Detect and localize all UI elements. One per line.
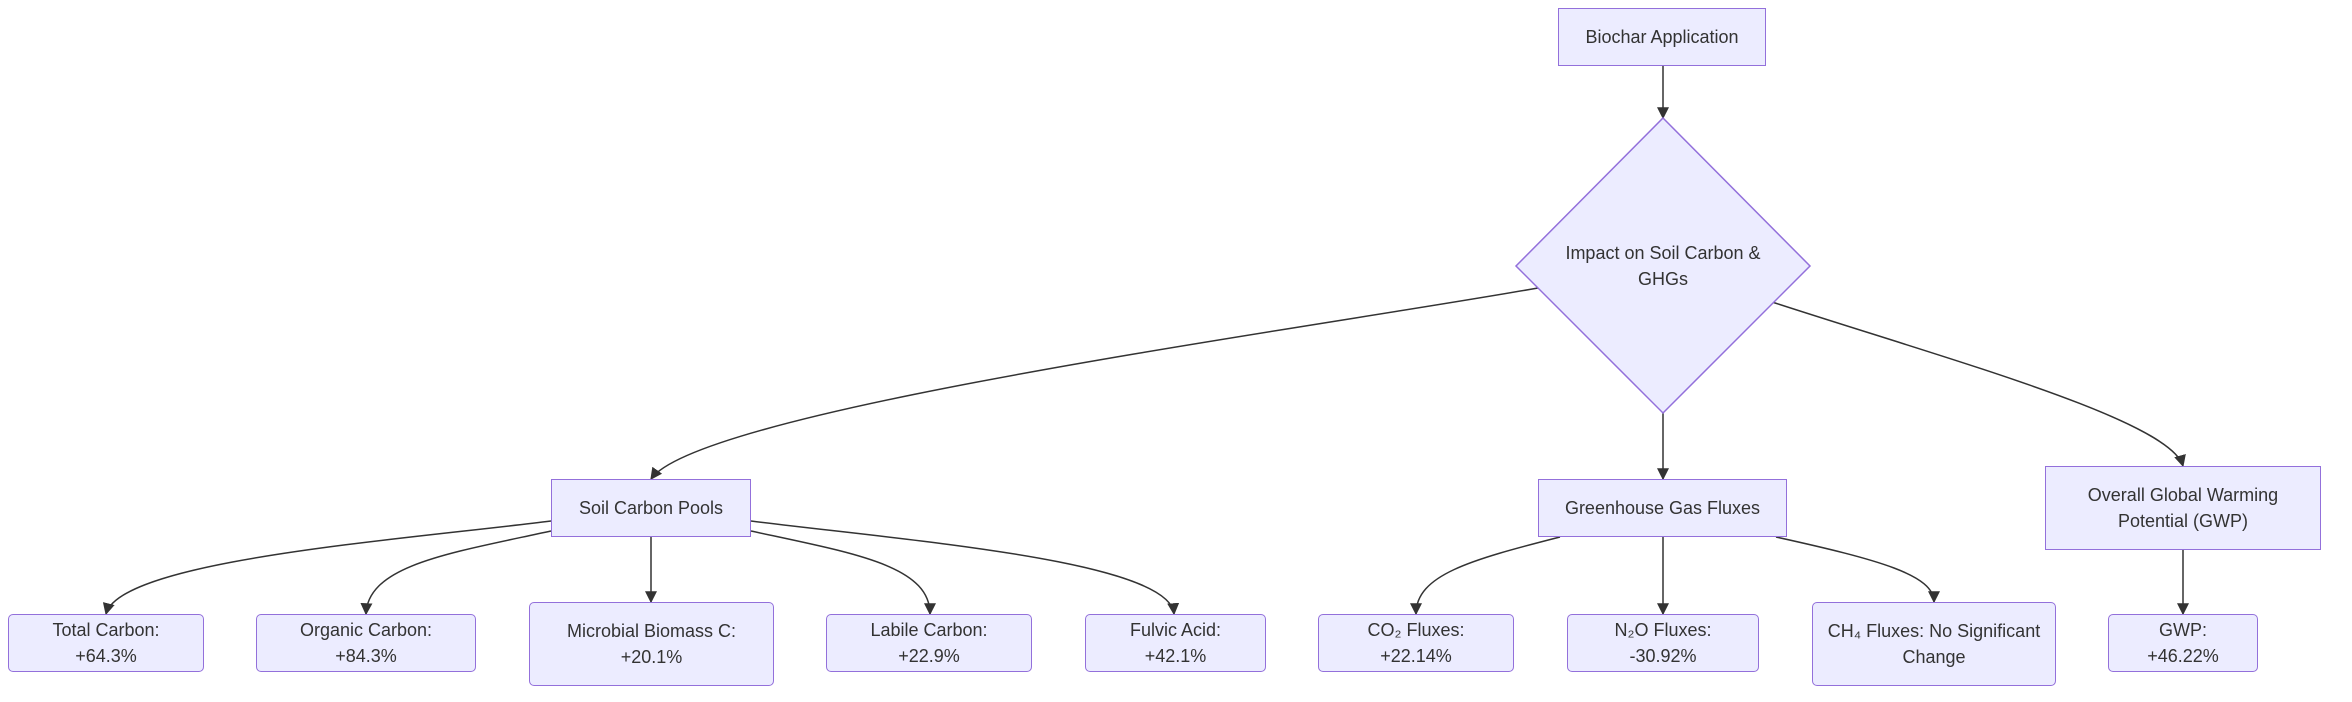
node-gwp-value-label: GWP: +46.22% [2147,620,2219,666]
edges [102,66,2189,616]
edge-pools-to-total-carbon [102,520,552,616]
node-microbial-biomass-label: Microbial Biomass C: +20.1% [566,621,737,667]
edge-pools-to-labile [750,530,936,616]
node-total-carbon-label: Total Carbon: +64.3% [52,620,160,666]
node-co2-fluxes-label: CO₂ Fluxes: +22.14% [1367,620,1465,666]
node-organic-carbon-label: Organic Carbon: +84.3% [299,620,433,666]
node-ch4-fluxes: CH₄ Fluxes: No Significant Change [1812,602,2056,686]
node-biochar-application-label: Biochar Application [1585,27,1739,47]
node-overall-gwp-label: Overall Global Warming Potential (GWP) [2087,485,2279,531]
node-microbial-biomass: Microbial Biomass C: +20.1% [529,602,774,686]
node-greenhouse-gas-fluxes: Greenhouse Gas Fluxes [1538,479,1787,537]
edge-decision-to-gwp [1771,301,2186,468]
edge-pools-to-fulvic [750,520,1180,616]
decision-diamond [1514,116,1812,415]
edge-pools-to-organic-carbon [360,530,552,616]
edge-ghg-to-co2 [1410,536,1561,616]
node-labile-carbon: Labile Carbon: +22.9% [826,614,1032,672]
node-co2-fluxes: CO₂ Fluxes: +22.14% [1318,614,1514,672]
node-overall-gwp: Overall Global Warming Potential (GWP) [2045,466,2321,550]
node-n2o-fluxes: N₂O Fluxes: -30.92% [1567,614,1759,672]
edge-ghg-to-ch4 [1775,536,1940,604]
node-soil-carbon-pools-label: Soil Carbon Pools [578,498,724,518]
node-ch4-fluxes-label: CH₄ Fluxes: No Significant Change [1827,621,2041,667]
node-fulvic-acid: Fulvic Acid: +42.1% [1085,614,1266,672]
node-gwp-value: GWP: +46.22% [2108,614,2258,672]
node-n2o-fluxes-label: N₂O Fluxes: -30.92% [1614,620,1712,666]
node-greenhouse-gas-fluxes-label: Greenhouse Gas Fluxes [1564,498,1761,518]
edge-decision-to-soil-pools [650,287,1539,480]
node-fulvic-acid-label: Fulvic Acid: +42.1% [1129,620,1222,666]
node-biochar-application: Biochar Application [1558,8,1766,66]
node-impact-decision-label: Impact on Soil Carbon & GHGs [1565,243,1761,289]
node-labile-carbon-label: Labile Carbon: +22.9% [870,620,988,666]
node-soil-carbon-pools: Soil Carbon Pools [551,479,751,537]
node-total-carbon: Total Carbon: +64.3% [8,614,204,672]
node-organic-carbon: Organic Carbon: +84.3% [256,614,476,672]
node-impact-decision: Impact on Soil Carbon & GHGs [1555,226,1771,306]
